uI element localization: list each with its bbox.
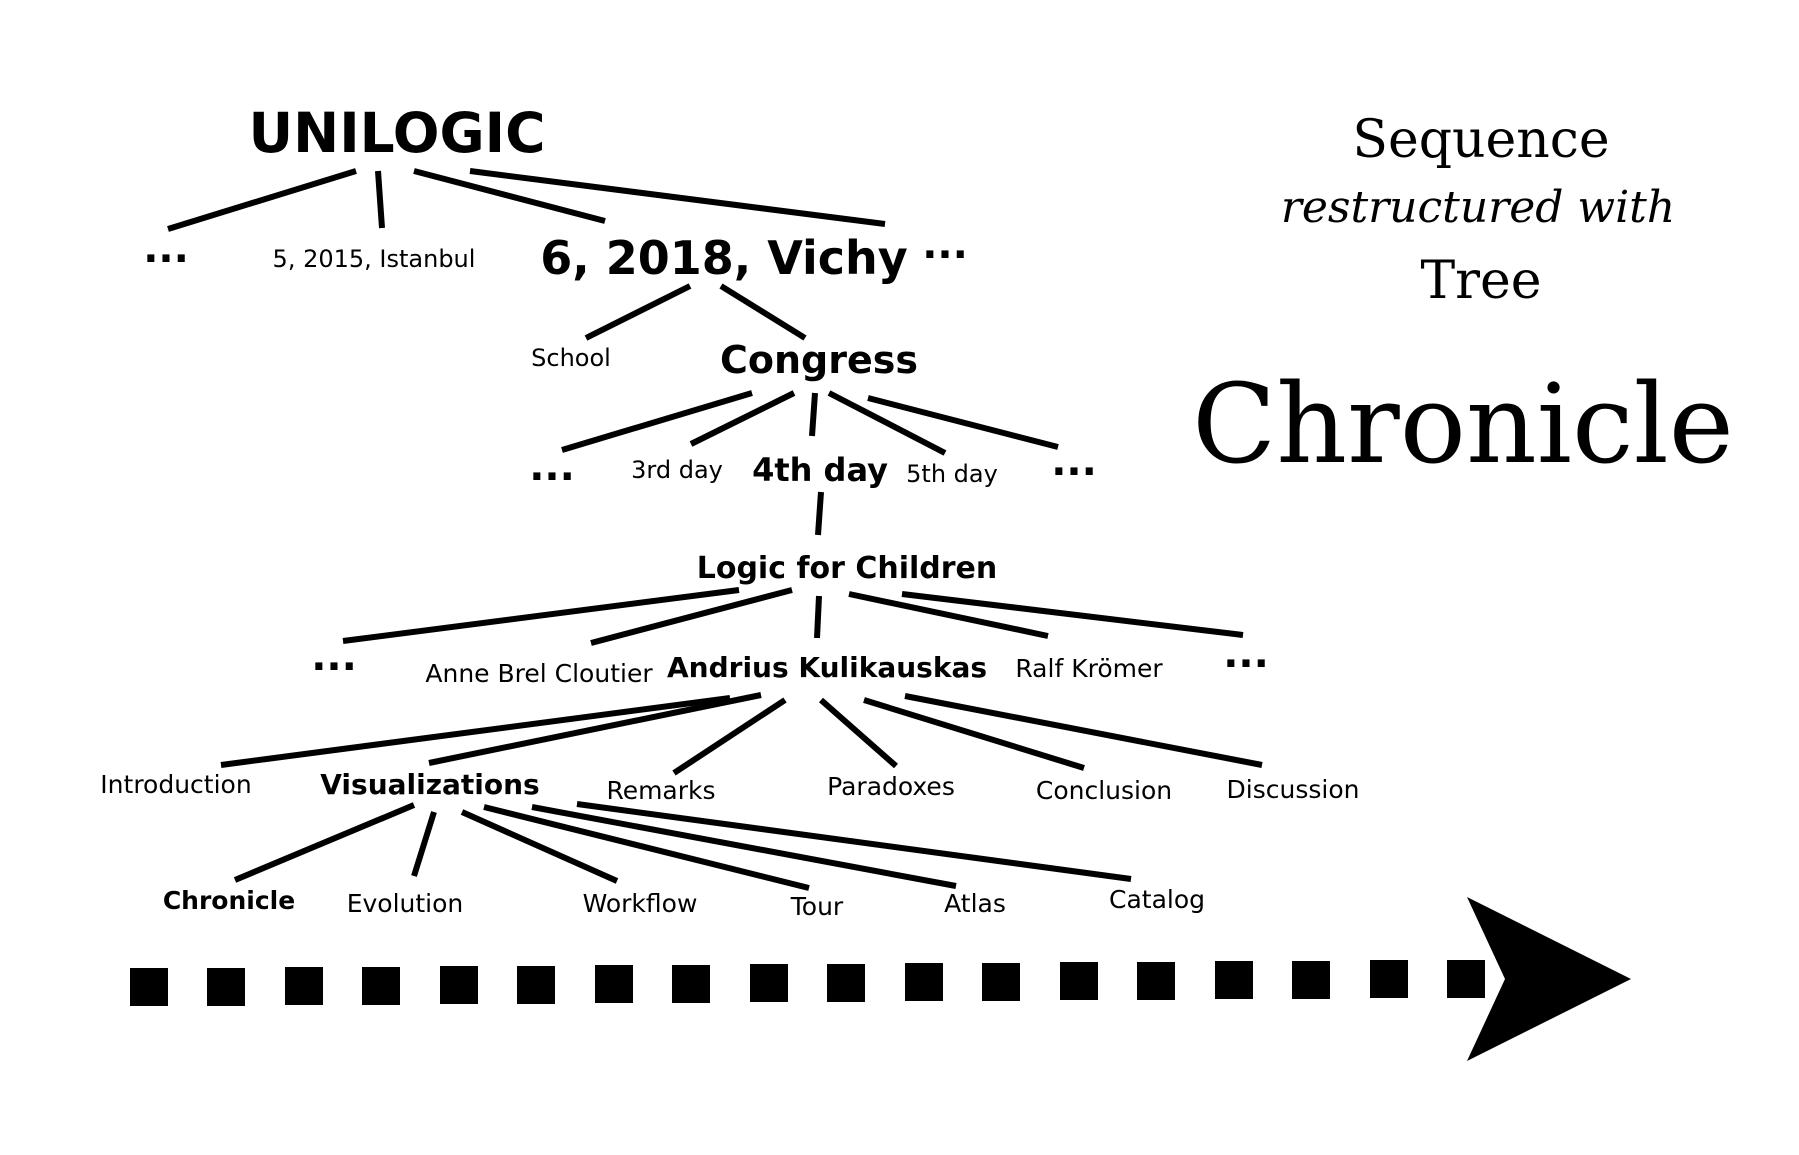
node-3rd-day: 3rd day <box>631 456 723 484</box>
node-4th-day: 4th day <box>752 451 888 489</box>
node-atlas: Atlas <box>944 889 1006 918</box>
edge-session-ellipsis-right <box>901 591 1244 638</box>
time-arrow <box>130 897 1631 1061</box>
node-5th-day: 5th day <box>906 460 998 488</box>
edge-congress-3rd-day <box>689 390 796 447</box>
node-catalog: Catalog <box>1109 885 1205 914</box>
node-ellipsis-left-l1: ... <box>143 226 189 272</box>
edge-visualizations-chronicle <box>233 802 416 883</box>
edge-visualizations-catalog <box>576 801 1132 882</box>
arrow-square <box>207 968 245 1006</box>
edge-andrius-conclusion <box>863 697 1085 771</box>
edge-root-istanbul <box>375 170 385 229</box>
edge-root-vichy <box>413 168 606 224</box>
edge-vichy-congress <box>719 283 807 341</box>
node-tour: Tour <box>790 892 844 921</box>
edge-session-anne <box>590 587 793 646</box>
node-root: UNILOGIC <box>249 101 546 165</box>
node-chronicle: Chronicle <box>163 886 295 915</box>
arrow-square <box>982 963 1020 1001</box>
edge-4th-day-session <box>815 491 824 536</box>
node-visualizations: Visualizations <box>320 768 539 801</box>
edge-visualizations-evolution <box>411 811 437 877</box>
arrow-square <box>440 966 478 1004</box>
edge-vichy-school <box>584 283 692 341</box>
node-ellipsis-right-l3: ... <box>1051 439 1097 485</box>
arrow-square <box>1060 962 1098 1000</box>
edge-congress-4th-day <box>809 392 818 437</box>
arrow-square <box>1447 960 1485 998</box>
edge-congress-ellipsis-left <box>561 390 753 453</box>
arrow-square <box>1137 962 1175 1000</box>
title-tree: Tree <box>1420 251 1541 311</box>
node-evolution: Evolution <box>347 889 464 918</box>
node-ellipsis-left-l5: ... <box>311 634 357 680</box>
node-congress: Congress <box>720 338 918 382</box>
edge-andrius-visualizations <box>428 692 762 766</box>
node-ellipsis-left-l3: ... <box>529 444 575 490</box>
arrow-square <box>1370 960 1408 998</box>
node-andrius: Andrius Kulikauskas <box>667 651 987 684</box>
node-ellipsis-right-l5: ... <box>1223 631 1269 677</box>
edge-congress-5th-day <box>827 390 947 456</box>
node-discussion: Discussion <box>1227 775 1360 804</box>
time-arrow-squares <box>130 960 1485 1006</box>
edge-root-ellipsis-left <box>167 168 357 232</box>
edge-root-ellipsis-right <box>469 168 886 227</box>
edge-session-ralf <box>848 591 1049 639</box>
node-conclusion: Conclusion <box>1036 776 1172 805</box>
edge-andrius-remarks <box>672 697 787 776</box>
node-remarks: Remarks <box>606 776 715 805</box>
tree-edges <box>167 168 1263 891</box>
edge-andrius-introduction <box>220 695 731 768</box>
edge-visualizations-tour <box>483 804 810 891</box>
node-introduction: Introduction <box>100 770 251 799</box>
arrow-square <box>362 967 400 1005</box>
arrow-square <box>750 964 788 1002</box>
arrow-square <box>827 964 865 1002</box>
arrow-square <box>672 965 710 1003</box>
arrow-square <box>130 968 168 1006</box>
edge-andrius-paradoxes <box>819 697 898 769</box>
node-istanbul: 5, 2015, Istanbul <box>273 245 476 273</box>
node-ralf: Ralf Krömer <box>1015 654 1163 683</box>
tree-nodes: UNILOGIC ... 5, 2015, Istanbul 6, 2018, … <box>100 101 1359 921</box>
arrow-square <box>1292 961 1330 999</box>
arrow-square <box>517 966 555 1004</box>
node-school: School <box>531 344 611 372</box>
arrow-square <box>595 965 633 1003</box>
edge-andrius-discussion <box>904 693 1263 768</box>
edge-visualizations-atlas <box>531 804 957 889</box>
edge-visualizations-workflow <box>460 809 619 884</box>
arrow-square <box>285 967 323 1005</box>
node-session: Logic for Children <box>697 551 998 586</box>
title-restructured-with: restructured with <box>1281 182 1675 233</box>
node-anne: Anne Brel Cloutier <box>425 659 653 688</box>
node-paradoxes: Paradoxes <box>827 772 955 801</box>
title-sequence: Sequence <box>1352 110 1609 170</box>
arrow-square <box>1215 961 1253 999</box>
node-ellipsis-right-l1: ... <box>922 222 968 268</box>
node-workflow: Workflow <box>583 889 698 918</box>
title-chronicle: Chronicle <box>1192 360 1734 488</box>
edge-session-andrius <box>814 595 822 639</box>
edge-session-ellipsis-left <box>342 587 740 644</box>
arrow-square <box>905 963 943 1001</box>
arrow-head <box>1467 897 1631 1061</box>
edge-congress-ellipsis-right <box>867 395 1059 450</box>
node-vichy: 6, 2018, Vichy <box>540 231 908 285</box>
title-block: Sequence restructured with Tree Chronicl… <box>1192 110 1734 488</box>
